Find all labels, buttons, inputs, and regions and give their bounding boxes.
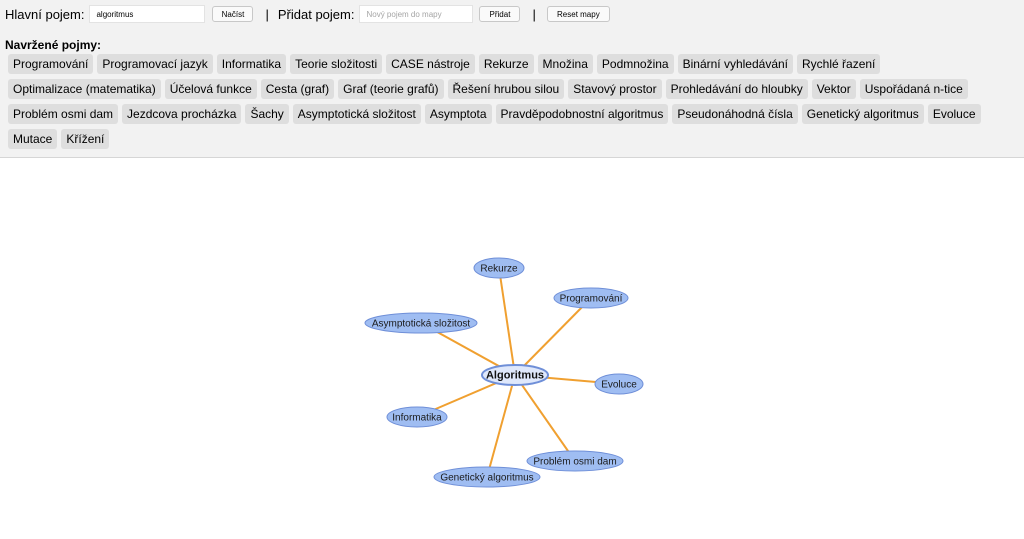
graph-node-label: Programování [560,294,623,305]
graph-edge [514,297,592,376]
toolbar-separator-2: | [532,6,536,22]
graph-node[interactable]: Informatika [386,406,448,428]
main-term-input[interactable] [89,5,206,23]
load-button[interactable]: Načíst [212,6,254,22]
graph-node-shape [386,406,448,428]
graph-node-shape [481,364,549,386]
graph-edge [498,267,516,376]
add-term-input[interactable] [359,5,474,23]
suggestion-chip[interactable]: Vektor [811,79,856,99]
graph-edge [486,374,516,478]
graph-center-node[interactable]: Algoritmus [481,364,549,386]
suggestion-chip[interactable]: Prohledávání do hloubky [665,79,808,99]
graph-node-label: Informatika [392,413,442,424]
suggestion-chip[interactable]: Asymptota [424,104,492,124]
suggestion-chip[interactable]: Šachy [245,104,289,124]
suggestion-chip[interactable]: Křížení [61,129,110,149]
graph-node[interactable]: Asymptotická složitost [364,312,478,334]
suggestion-chip[interactable]: Účelová funkce [164,79,257,99]
suggestion-chip[interactable]: Pravděpodobnostní algoritmus [495,104,669,124]
suggestion-chip[interactable]: Graf (teorie grafů) [338,79,444,99]
toolbar-separator: | [265,6,269,22]
suggestion-chip[interactable]: Uspořádaná n-tice [859,79,968,99]
reset-map-button[interactable]: Reset mapy [546,6,610,22]
graph-node-shape [364,312,478,334]
graph-node-label: Evoluce [601,380,637,391]
suggestion-chip[interactable]: Jezdcova procházka [122,104,242,124]
suggestion-chip[interactable]: Pseudonáhodná čísla [672,104,798,124]
suggestion-chip[interactable]: Stavový prostor [568,79,662,99]
graph-node[interactable]: Genetický algoritmus [433,466,541,488]
graph-node-label: Genetický algoritmus [440,473,533,484]
graph-node-label: Asymptotická složitost [372,319,471,330]
toolbar-panel: Hlavní pojem: Načíst | Přidat pojem: Při… [0,0,1024,158]
graph-node-shape [473,257,525,279]
suggestion-chip[interactable]: Programovací jazyk [97,54,213,74]
suggestion-chip[interactable]: Programování [8,54,94,74]
suggestion-chip[interactable]: Rychlé řazení [797,54,881,74]
graph-node[interactable]: Rekurze [473,257,525,279]
graph-node-shape [526,450,624,472]
suggestion-chip[interactable]: Asymptotická složitost [292,104,421,124]
suggestion-chip[interactable]: Množina [537,54,593,74]
suggestion-chip[interactable]: Teorie složitosti [290,54,383,74]
graph-node[interactable]: Evoluce [594,373,644,395]
suggestion-chip[interactable]: Binární vyhledávání [677,54,794,74]
graph-node-shape [553,287,629,309]
suggestion-chip[interactable]: Genetický algoritmus [801,104,924,124]
graph-node-label: Rekurze [480,264,518,275]
suggestions-title: Navržené pojmy: [5,38,102,52]
graph-node-label: Algoritmus [486,370,544,382]
graph-node-label: Problém osmi dam [533,457,616,468]
graph-node-shape [594,373,644,395]
suggestion-chip[interactable]: Rekurze [478,54,534,74]
suggestion-chip[interactable]: Podmnožina [596,54,674,74]
suggestion-chip[interactable]: Evoluce [927,104,981,124]
suggestion-chip[interactable]: CASE nástroje [386,54,475,74]
graph-edge [514,374,576,462]
add-button[interactable]: Přidat [479,6,521,22]
suggestion-chip[interactable]: Řešení hrubou silou [447,79,565,99]
graph-node-shape [433,466,541,488]
suggestion-chip[interactable]: Mutace [8,129,58,149]
graph-node[interactable]: Problém osmi dam [526,450,624,472]
add-term-label: Přidat pojem: [277,6,355,22]
main-term-label: Hlavní pojem: [5,6,85,22]
suggestion-chip[interactable]: Optimalizace (matematika) [8,79,161,99]
toolbar-row: Hlavní pojem: Načíst | Přidat pojem: Při… [5,4,610,24]
suggestion-chip[interactable]: Cesta (graf) [260,79,335,99]
graph-node[interactable]: Programování [553,287,629,309]
suggestion-chip[interactable]: Informatika [216,54,287,74]
suggestion-chip[interactable]: Problém osmi dam [8,104,119,124]
